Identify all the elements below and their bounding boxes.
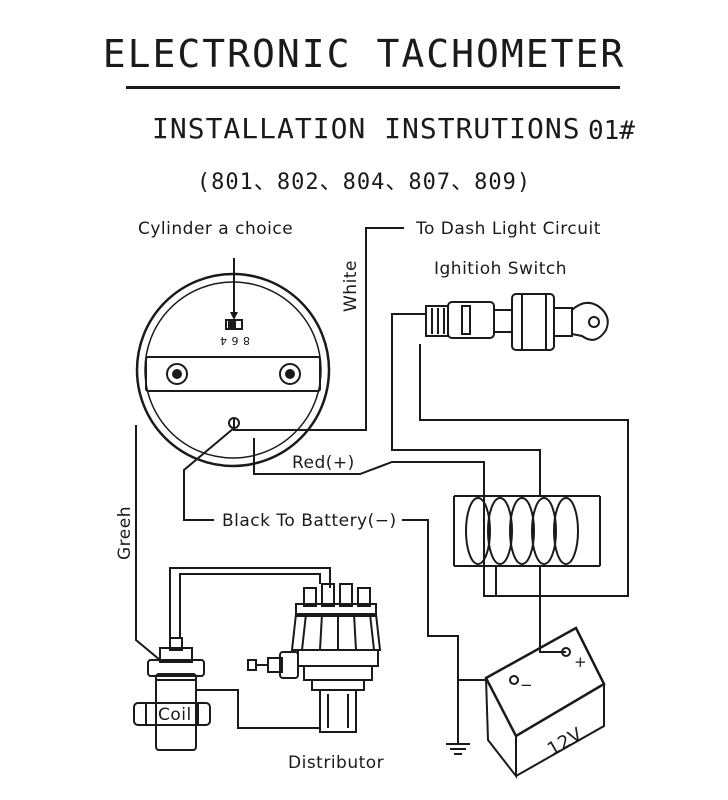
battery-plus-label: + (574, 653, 587, 671)
ignition-coil (133, 637, 211, 751)
green-wire-label: Greeh (115, 506, 135, 560)
tachometer (135, 258, 331, 468)
battery-voltage-label: 12V (544, 724, 586, 761)
ignition-switch-label: Ighitioh Switch (434, 259, 567, 279)
page-title: ELECTRONIC TACHOMETER (102, 32, 626, 76)
ignition-switch (425, 293, 609, 351)
coil-label: Coil (158, 705, 192, 725)
red-wire-label: Red(+) (292, 453, 355, 473)
dash-light-label: To Dash Light Circuit (415, 219, 601, 239)
page-subtitle: INSTALLATION INSTRUTIONS (152, 112, 581, 145)
battery (484, 626, 606, 779)
title-underline (126, 86, 620, 89)
black-wire-label: Black To Battery(−) (222, 511, 397, 531)
model-numbers: (801、802、804、807、809) (196, 170, 532, 195)
wires (135, 227, 629, 729)
sender-coil-block (453, 495, 601, 567)
white-wire-label: White (341, 260, 361, 312)
document-code: 01# (588, 116, 635, 146)
cylinder-choice-label: Cylinder a choice (138, 219, 293, 239)
distributor (247, 583, 382, 733)
ground-symbol (446, 680, 470, 755)
cylinder-switch-marks: 8 6 4 (220, 334, 251, 347)
distributor-label: Distributor (288, 753, 384, 773)
battery-minus-label: − (520, 676, 533, 694)
